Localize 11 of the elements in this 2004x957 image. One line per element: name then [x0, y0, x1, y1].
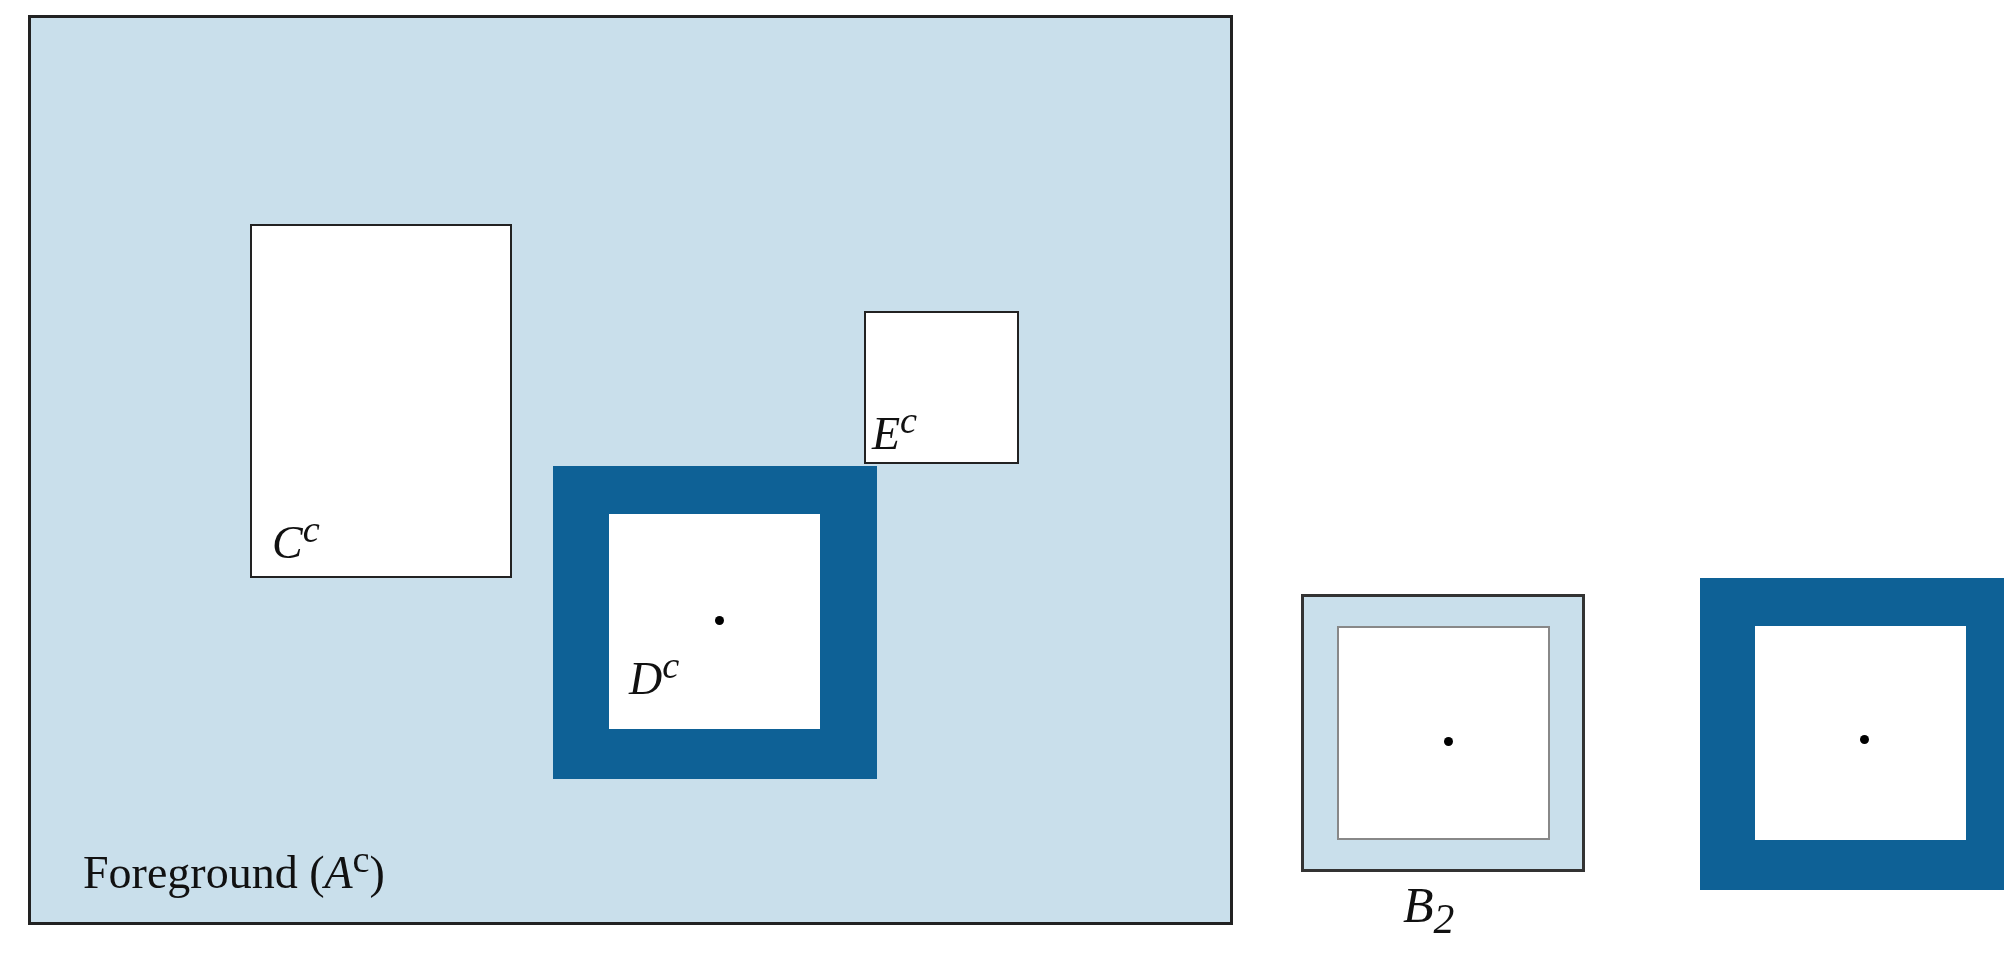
structuring-frame	[553, 466, 877, 779]
foreground-panel	[28, 15, 1233, 925]
region-label: D$^{c}$	[629, 646, 680, 703]
region-label: C$^{c}$	[272, 510, 320, 567]
background-region	[250, 224, 512, 578]
structuring-element	[1301, 594, 1585, 872]
background-region	[864, 311, 1019, 464]
element-label: B$_{2}$	[1403, 880, 1455, 941]
region-label: E$^{c}$	[872, 401, 918, 458]
panel-title: Foreground (A$^{c}$)	[83, 840, 385, 897]
structuring-element	[1700, 578, 2004, 890]
